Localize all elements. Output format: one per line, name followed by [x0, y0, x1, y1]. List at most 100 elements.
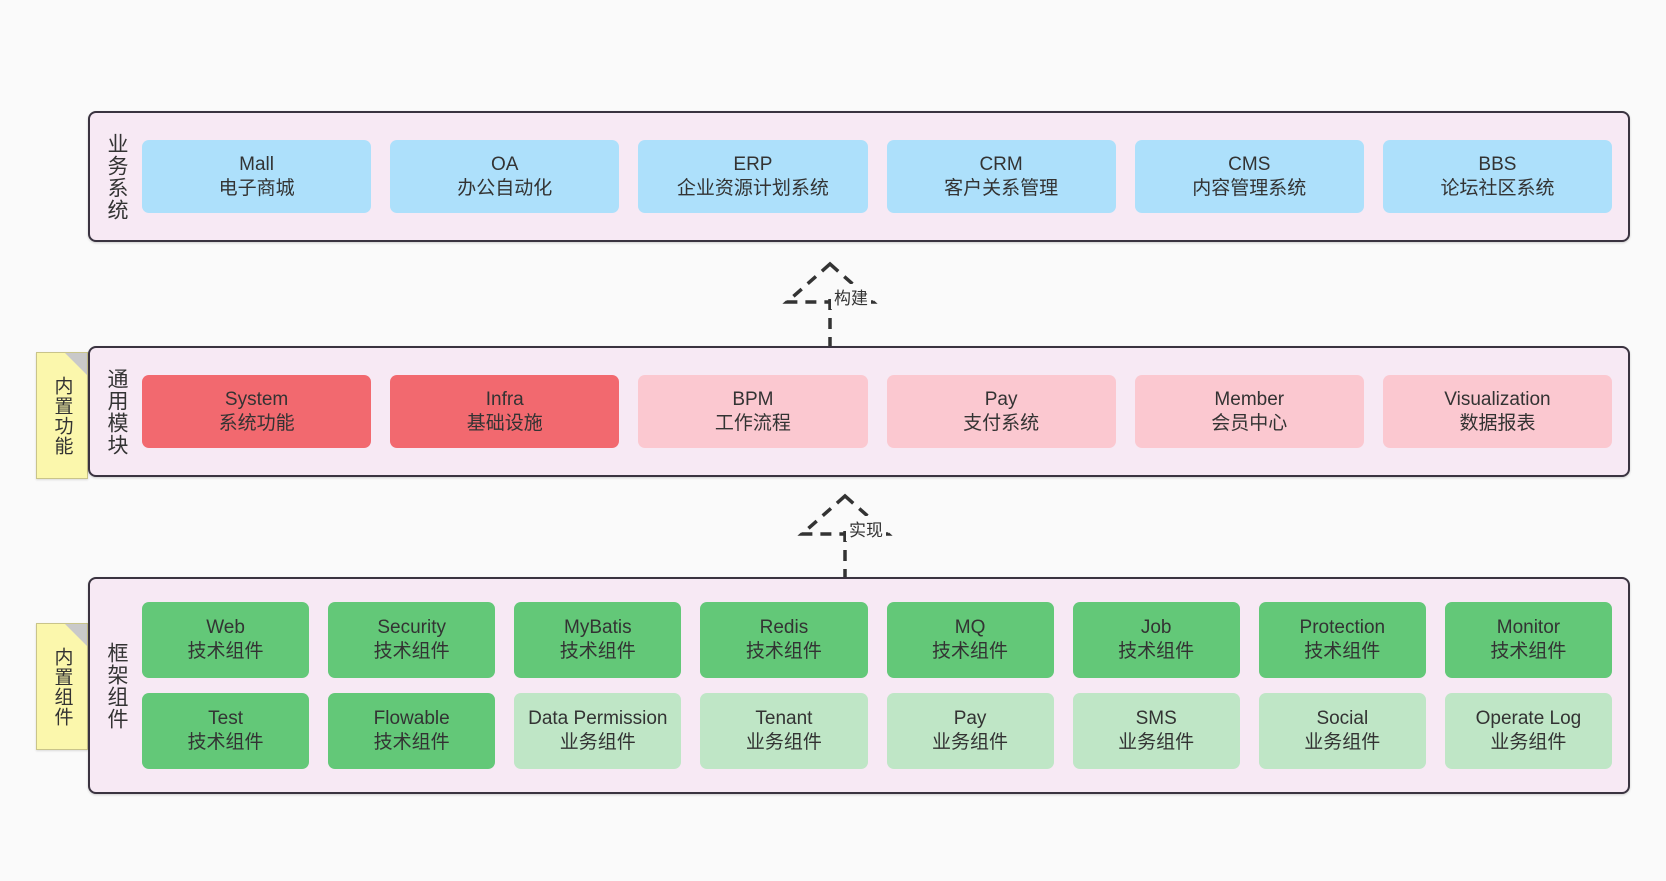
component-card-data-permission[interactable]: Data Permission 业务组件	[514, 693, 682, 769]
connector-implement-label: 实现	[846, 516, 886, 541]
component-name-en: Web	[206, 617, 245, 639]
component-type-cn: 技术组件	[373, 732, 450, 753]
note-label: 内置功能	[51, 375, 73, 456]
module-name-en: Infra	[485, 388, 524, 410]
component-type-cn: 技术组件	[559, 641, 636, 662]
note-builtin-function: 内置功能	[36, 352, 88, 479]
module-name-en: Member	[1214, 388, 1285, 410]
module-name-cn: 会员中心	[1211, 412, 1288, 434]
module-name-en: Visualization	[1444, 388, 1551, 410]
component-type-cn: 技术组件	[187, 732, 264, 753]
card-row: Mall 电子商城 OA 办公自动化 ERP 企业资源计划系统 CRM 客户关系…	[142, 140, 1613, 213]
card-row: Web 技术组件 Security 技术组件 MyBatis 技术组件 Redi…	[142, 602, 1612, 678]
module-name-en: System	[224, 388, 289, 410]
module-card-visualization[interactable]: Visualization 数据报表	[1382, 375, 1613, 448]
module-name-en: BBS	[1478, 153, 1517, 175]
module-name-cn: 电子商城	[218, 177, 295, 199]
module-card-member[interactable]: Member 会员中心	[1134, 375, 1364, 448]
module-name-cn: 论坛社区系统	[1440, 177, 1555, 199]
module-name-en: CRM	[979, 153, 1023, 175]
component-name-en: Redis	[759, 617, 809, 639]
component-card-security[interactable]: Security 技术组件	[328, 602, 496, 678]
note-builtin-component: 内置组件	[36, 623, 88, 750]
component-name-en: Protection	[1299, 617, 1386, 639]
card-row: Test 技术组件 Flowable 技术组件 Data Permission …	[142, 693, 1612, 769]
connector-build: 构建	[755, 258, 905, 348]
note-fold-corner-icon	[65, 353, 87, 375]
module-name-cn: 系统功能	[218, 412, 295, 434]
module-name-en: ERP	[733, 153, 773, 175]
module-name-cn: 支付系统	[963, 412, 1040, 434]
card-row: System 系统功能 Infra 基础设施 BPM 工作流程 Pay 支付系统…	[142, 375, 1613, 448]
module-name-cn: 内容管理系统	[1192, 177, 1307, 199]
module-name-cn: 基础设施	[466, 412, 543, 434]
module-name-en: Pay	[984, 388, 1018, 410]
component-type-cn: 业务组件	[559, 732, 636, 753]
component-card-web[interactable]: Web 技术组件	[142, 602, 310, 678]
component-name-en: MyBatis	[564, 617, 632, 639]
layer-business-system: 业务系统 Mall 电子商城 OA 办公自动化 ERP 企业资源计划系统 CRM…	[88, 111, 1630, 242]
module-name-cn: 企业资源计划系统	[676, 177, 829, 199]
component-name-en: Job	[1140, 617, 1172, 639]
component-name-en: Security	[377, 617, 446, 639]
module-name-cn: 客户关系管理	[944, 177, 1059, 199]
component-type-cn: 技术组件	[745, 641, 822, 662]
component-card-pay[interactable]: Pay 业务组件	[886, 693, 1054, 769]
component-type-cn: 业务组件	[1118, 732, 1195, 753]
module-name-en: CMS	[1228, 153, 1271, 175]
layer-title-common-module: 通用模块	[104, 367, 128, 456]
module-name-cn: 工作流程	[714, 412, 791, 434]
component-card-monitor[interactable]: Monitor 技术组件	[1444, 602, 1612, 678]
component-card-flowable[interactable]: Flowable 技术组件	[328, 693, 496, 769]
module-card-mall[interactable]: Mall 电子商城	[142, 140, 372, 213]
component-type-cn: 技术组件	[1490, 641, 1567, 662]
component-card-tenant[interactable]: Tenant 业务组件	[700, 693, 868, 769]
connector-build-arrow	[782, 261, 878, 348]
component-type-cn: 业务组件	[1304, 732, 1381, 753]
module-card-crm[interactable]: CRM 客户关系管理	[886, 140, 1116, 213]
component-type-cn: 技术组件	[1304, 641, 1381, 662]
module-name-en: OA	[491, 153, 519, 175]
component-name-en: Tenant	[755, 708, 813, 730]
module-card-bbs[interactable]: BBS 论坛社区系统	[1382, 140, 1613, 213]
component-type-cn: 业务组件	[932, 732, 1009, 753]
component-card-redis[interactable]: Redis 技术组件	[700, 602, 868, 678]
component-card-job[interactable]: Job 技术组件	[1072, 602, 1240, 678]
component-type-cn: 技术组件	[932, 641, 1009, 662]
component-type-cn: 技术组件	[187, 641, 264, 662]
component-name-en: MQ	[954, 617, 986, 639]
component-card-sms[interactable]: SMS 业务组件	[1072, 693, 1240, 769]
note-fold-corner-icon	[65, 624, 87, 646]
component-card-protection[interactable]: Protection 技术组件	[1258, 602, 1426, 678]
module-card-system[interactable]: System 系统功能	[142, 375, 372, 448]
layer-body-framework-component: Web 技术组件 Security 技术组件 MyBatis 技术组件 Redi…	[142, 579, 1628, 792]
module-card-infra[interactable]: Infra 基础设施	[390, 375, 620, 448]
note-label: 内置组件	[51, 646, 73, 727]
component-card-mq[interactable]: MQ 技术组件	[886, 602, 1054, 678]
component-name-en: Operate Log	[1475, 708, 1582, 730]
layer-body-business-system: Mall 电子商城 OA 办公自动化 ERP 企业资源计划系统 CRM 客户关系…	[142, 113, 1628, 240]
component-name-en: Flowable	[373, 708, 450, 730]
component-card-mybatis[interactable]: MyBatis 技术组件	[514, 602, 682, 678]
component-name-en: Test	[208, 708, 243, 730]
component-type-cn: 业务组件	[745, 732, 822, 753]
connector-build-label: 构建	[831, 284, 871, 309]
connector-implement: 实现	[770, 490, 920, 580]
module-card-cms[interactable]: CMS 内容管理系统	[1134, 140, 1364, 213]
module-card-pay[interactable]: Pay 支付系统	[886, 375, 1116, 448]
module-name-cn: 办公自动化	[457, 177, 553, 199]
component-card-test[interactable]: Test 技术组件	[142, 693, 310, 769]
component-card-operate-log[interactable]: Operate Log 业务组件	[1444, 693, 1612, 769]
component-type-cn: 技术组件	[373, 641, 450, 662]
module-card-erp[interactable]: ERP 企业资源计划系统	[638, 140, 868, 213]
module-card-bpm[interactable]: BPM 工作流程	[638, 375, 868, 448]
module-name-en: BPM	[732, 388, 774, 410]
connector-implement-arrow	[797, 493, 893, 580]
layer-framework-component: 框架组件 Web 技术组件 Security 技术组件 MyBatis 技术组件…	[88, 577, 1630, 794]
component-card-social[interactable]: Social 业务组件	[1258, 693, 1426, 769]
module-card-oa[interactable]: OA 办公自动化	[390, 140, 620, 213]
layer-common-module: 通用模块 System 系统功能 Infra 基础设施 BPM 工作流程 Pay…	[88, 346, 1630, 477]
component-name-en: Data Permission	[528, 708, 668, 730]
layer-title-framework-component: 框架组件	[104, 641, 128, 730]
